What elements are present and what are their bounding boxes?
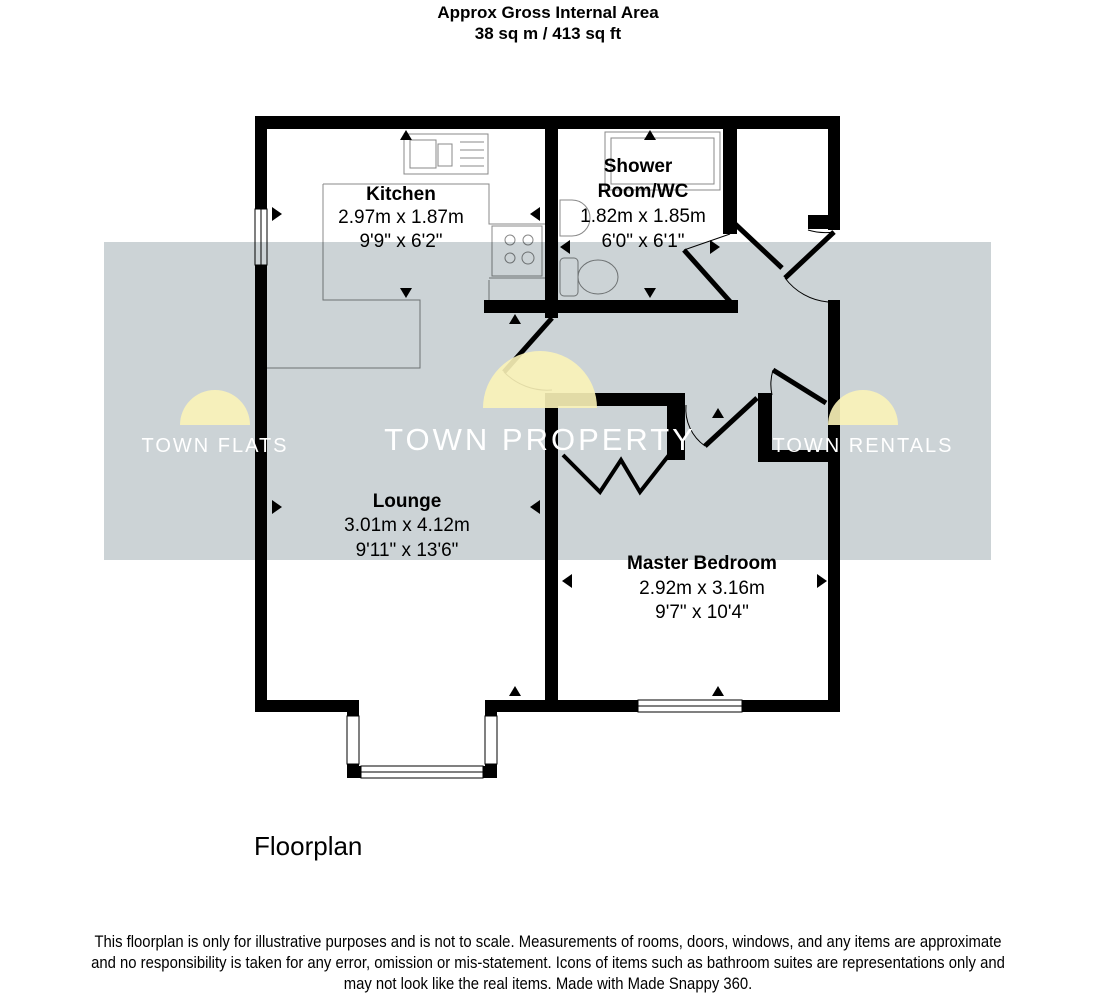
disclaimer: This floorplan is only for illustrative …	[0, 932, 1096, 995]
room-shower: Shower Room/WC 1.82m x 1.85m 6'0" x 6'1"	[580, 156, 706, 252]
watermark-center: TOWN PROPERTY	[384, 422, 696, 457]
window-bay-left	[346, 715, 360, 765]
room-imperial: 9'7" x 10'4"	[655, 602, 749, 623]
watermark-right: TOWN RENTALS	[772, 435, 953, 457]
room-name: Kitchen	[366, 184, 436, 205]
sunburst-logo-icon	[180, 390, 250, 425]
room-lounge: Lounge 3.01m x 4.12m 9'11" x 13'6"	[344, 491, 470, 561]
room-name: Room/WC	[598, 181, 689, 202]
watermark-logos	[180, 351, 898, 425]
room-imperial: 9'11" x 13'6"	[356, 540, 459, 561]
area-value: 38 sq m / 413 sq ft	[474, 24, 622, 43]
room-metric: 2.92m x 3.16m	[639, 578, 765, 599]
room-imperial: 6'0" x 6'1"	[601, 231, 684, 252]
sunburst-logo-icon	[828, 390, 898, 425]
sink-icon	[403, 133, 489, 175]
room-metric: 3.01m x 4.12m	[344, 515, 470, 536]
room-kitchen: Kitchen 2.97m x 1.87m 9'9" x 6'2"	[338, 184, 464, 252]
watermark-left: TOWN FLATS	[141, 435, 288, 457]
room-name: Shower	[604, 156, 673, 177]
window-bay-right	[484, 715, 498, 765]
area-header: Approx Gross Internal Area 38 sq m / 413…	[0, 2, 1096, 44]
room-metric: 1.82m x 1.85m	[580, 206, 706, 227]
room-imperial: 9'9" x 6'2"	[359, 231, 442, 252]
disclaimer-line: may not look like the real items. Made w…	[343, 975, 753, 993]
disclaimer-line: This floorplan is only for illustrative …	[94, 933, 1002, 951]
room-name: Lounge	[373, 491, 442, 512]
shower-tray-icon	[604, 131, 721, 191]
floor-label: Floorplan	[254, 831, 363, 861]
area-title: Approx Gross Internal Area	[437, 3, 659, 22]
sunburst-logo-icon	[483, 351, 597, 408]
room-name: Master Bedroom	[627, 553, 777, 574]
disclaimer-line: and no responsibility is taken for any e…	[91, 954, 1005, 972]
basin-icon	[559, 199, 591, 237]
room-metric: 2.97m x 1.87m	[338, 207, 464, 228]
room-bedroom: Master Bedroom 2.92m x 3.16m 9'7" x 10'4…	[627, 553, 777, 623]
